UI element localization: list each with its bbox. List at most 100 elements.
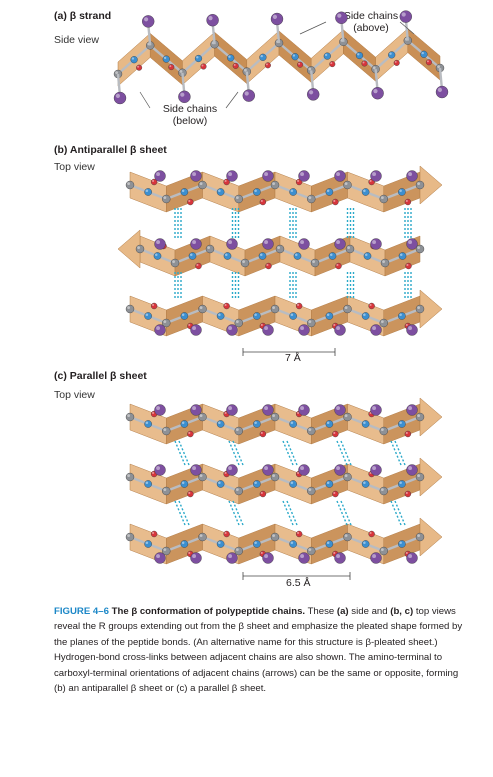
side-chain-c-atom-highlight xyxy=(228,554,232,558)
strand-c3-nitrogen-atom xyxy=(144,540,152,548)
strand-c3-nitrogen-atom-highlight xyxy=(290,541,294,544)
side-chain-b-atom-highlight xyxy=(228,240,232,244)
strand-c2-nitrogen-atom xyxy=(253,480,261,488)
strand-b3-carbon-atom xyxy=(198,304,207,314)
strand-a-nitrogen-atom-highlight xyxy=(163,56,167,60)
strand-a-oxygen-atom-highlight xyxy=(426,60,429,63)
strand-c1-nitrogen-atom-highlight xyxy=(399,421,402,424)
strand-b3-carbon-atom xyxy=(343,304,352,314)
side-chain-b-atom-highlight xyxy=(156,172,160,176)
strand-b1-carbon-atom xyxy=(307,194,316,204)
strand-b2-nitrogen-atom-highlight xyxy=(189,253,193,256)
strand-b3-carbon-atom-highlight xyxy=(417,306,420,309)
strand-b2-carbon-atom xyxy=(345,244,355,254)
side-chain-c-atom xyxy=(226,404,238,416)
strand-b3-nitrogen-atom-highlight xyxy=(145,313,149,316)
strand-b1-carbon-atom xyxy=(162,194,171,204)
panel-b-view: Top view xyxy=(54,161,95,173)
strand-c2-nitrogen-atom-highlight xyxy=(290,481,294,484)
side-chain-c-atom xyxy=(298,404,310,416)
strand-b3-nitrogen-atom-highlight xyxy=(181,313,185,316)
strand-c2-carbon-atom-highlight xyxy=(380,488,384,491)
strand-b2-carbon-atom xyxy=(170,258,180,268)
side-chain-c-atom-highlight xyxy=(300,554,305,558)
strand-c2-nitrogen-atom xyxy=(325,480,334,488)
strand-b1-carbon-atom xyxy=(234,194,243,204)
strand-c3-carbon-atom-highlight xyxy=(235,548,239,551)
strand-c3-oxygen-atom xyxy=(295,530,303,538)
strand-c2-nitrogen-atom-highlight xyxy=(363,481,366,484)
strand-a-oxygen-atom-highlight xyxy=(362,61,365,64)
strand-c2-carbon-atom-highlight xyxy=(163,488,167,491)
strand-c1-carbon-atom-highlight xyxy=(344,414,348,417)
h-bond-c xyxy=(394,440,406,466)
strand-c3-oxygen-atom-highlight xyxy=(152,531,155,534)
strand-a-carbon-atom-highlight xyxy=(115,71,118,74)
side-chain-below-atom-highlight xyxy=(437,87,442,92)
strand-c2-carbon-atom-highlight xyxy=(344,474,348,477)
h-bond-c xyxy=(174,440,186,466)
strand-a-oxygen-atom-highlight xyxy=(298,62,301,65)
side-chain-c-atom-highlight xyxy=(408,406,413,411)
strand-a-oxygen-atom xyxy=(168,64,175,71)
side-chain-b-atom xyxy=(334,324,346,336)
side-chain-c-atom xyxy=(406,552,418,564)
side-chain-c-atom xyxy=(262,404,274,416)
side-chain-below-atom-highlight xyxy=(309,90,314,95)
panel-a-view: Side view xyxy=(54,34,99,46)
strand-c1-nitrogen-atom-highlight xyxy=(254,421,257,424)
strand-b3-carbon-atom-highlight xyxy=(163,320,167,323)
strand-b1-carbon-atom xyxy=(415,180,425,190)
side-chain-c-atom-highlight xyxy=(264,466,269,471)
side-chain-c-atom-highlight xyxy=(228,466,232,471)
side-chain-below-atom-highlight xyxy=(244,91,249,96)
strand-a-oxygen-atom-highlight xyxy=(169,65,172,68)
strand-c3-carbon-atom-highlight xyxy=(163,548,167,551)
strand-c3-nitrogen-atom-highlight xyxy=(181,541,185,544)
strand-b1-nitrogen-atom xyxy=(144,188,152,196)
strand-b2-nitrogen-atom xyxy=(328,252,337,260)
strand-b3-oxygen-atom xyxy=(223,302,230,310)
strand-c2-oxygen-atom xyxy=(187,490,194,498)
side-chain-c-atom xyxy=(370,404,382,416)
side-chain-b-atom xyxy=(226,324,238,336)
strand-c1-carbon-atom xyxy=(270,412,280,422)
h-bond-c xyxy=(340,500,352,526)
side-chain-b-atom xyxy=(298,238,310,250)
strand-b1-nitrogen-atom xyxy=(216,188,225,196)
caption-text-3: top views reveal the R groups extending … xyxy=(54,606,463,695)
side-chain-b-atom-highlight xyxy=(372,240,377,244)
strand-b1-oxygen-atom-highlight xyxy=(224,179,227,182)
strand-b2-carbon-atom xyxy=(275,244,285,254)
strand-c1-nitrogen-atom xyxy=(180,420,189,428)
strand-b2-carbon-atom-highlight xyxy=(172,260,176,263)
strand-c1-carbon-atom-highlight xyxy=(127,414,130,417)
side-chain-c-atom-highlight xyxy=(228,406,232,411)
strand-b3-nitrogen-atom-highlight xyxy=(363,313,366,316)
strand-b3-carbon-atom-highlight xyxy=(199,306,203,309)
strand-c3-nitrogen-atom xyxy=(216,540,225,548)
strand-c1-carbon-atom xyxy=(379,426,388,436)
strand-b3-carbon-atom-highlight xyxy=(127,306,130,309)
strand-b3-oxygen-atom-highlight xyxy=(188,323,191,327)
strand-b2-oxygen-atom xyxy=(195,262,202,270)
strand-c2-nitrogen-atom xyxy=(144,480,152,488)
strand-b3-oxygen-atom-highlight xyxy=(405,323,408,327)
side-chain-b-atom-highlight xyxy=(408,326,413,331)
strand-c3-carbon-atom xyxy=(343,532,352,542)
strand-c2-carbon-atom-highlight xyxy=(272,474,275,477)
side-chain-above-atom-highlight xyxy=(272,14,277,19)
strand-c1-carbon-atom-highlight xyxy=(163,428,167,431)
strand-c1-nitrogen-atom-highlight xyxy=(218,421,221,424)
strand-c1-carbon-atom xyxy=(234,426,243,436)
caption-heading: The β conformation of polypeptide chains… xyxy=(111,606,306,617)
strand-a-oxygen-atom-highlight xyxy=(394,60,397,63)
strand-a-nitrogen-atom-highlight xyxy=(131,57,135,60)
strand-b2-carbon-atom-highlight xyxy=(137,246,141,250)
strand-c3-carbon-atom xyxy=(125,532,135,542)
side-chain-c-atom xyxy=(334,464,346,476)
strand-c3-nitrogen-atom-highlight xyxy=(145,541,149,544)
side-chain-c-atom xyxy=(334,552,346,564)
caption-text-2: side and xyxy=(348,606,391,617)
strand-a-oxygen-atom xyxy=(361,60,368,67)
